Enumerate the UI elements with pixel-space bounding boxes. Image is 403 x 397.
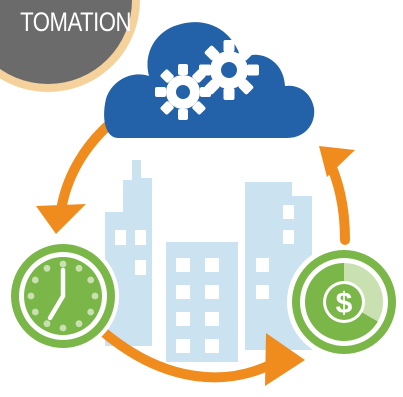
arrowhead-bottom <box>265 333 305 386</box>
clock-tick-marks <box>27 260 99 332</box>
arrowhead-right <box>319 146 355 177</box>
badge-label: TOMATION <box>20 7 132 37</box>
clock-icon <box>7 240 119 352</box>
dollar-symbol: $ <box>336 287 353 320</box>
clock-hands <box>47 267 66 321</box>
arrow-top-left-arc <box>57 117 117 210</box>
arrowhead-left <box>36 204 86 234</box>
gear-small-icon <box>155 64 211 120</box>
arrowheads <box>36 146 355 386</box>
cloud-gears-icon <box>104 22 315 139</box>
arrow-bottom-arc <box>87 317 288 383</box>
building-windows <box>115 205 294 353</box>
cloud-shape <box>104 22 315 139</box>
dollar-icon: $ <box>287 245 401 359</box>
city-skyline-icon <box>105 160 312 362</box>
gear-large-icon <box>199 40 259 100</box>
automation-badge <box>0 0 140 92</box>
